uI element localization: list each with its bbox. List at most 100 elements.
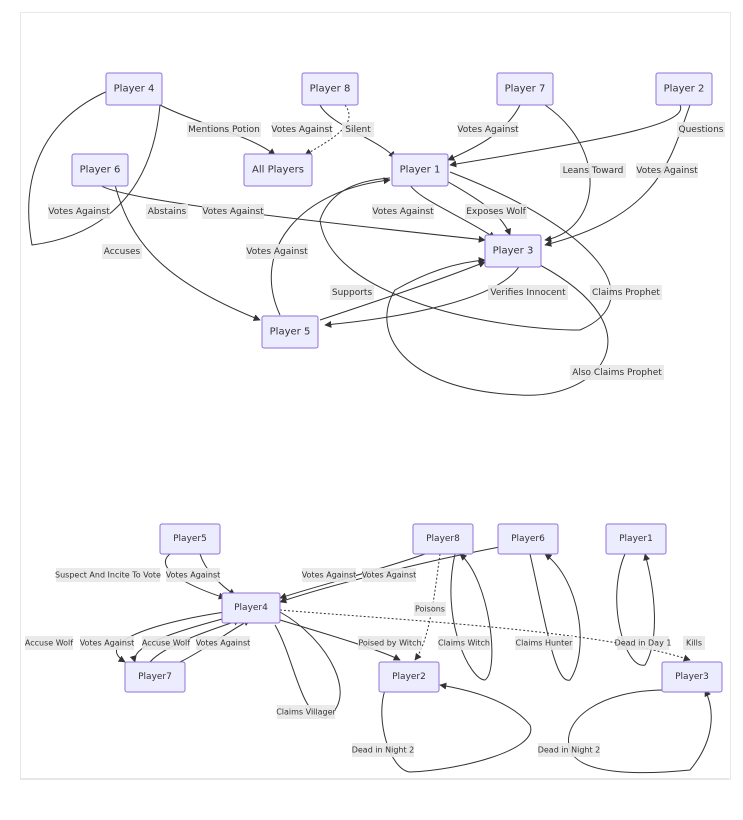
label-suspect-incite: Suspect And Incite To Vote [55,568,161,582]
svg-text:Claims Witch: Claims Witch [438,639,490,648]
label-mentions-potion: Mentions Potion [187,122,261,137]
svg-text:Player4: Player4 [234,603,268,613]
svg-text:Leans Toward: Leans Toward [563,166,624,176]
label-b-p6-votes-against: Votes Against [362,568,417,582]
node-player-1: Player 1 [391,153,449,187]
svg-text:Player 6: Player 6 [80,165,121,176]
svg-text:Votes Against: Votes Against [166,571,221,580]
edge-p1-p3-exposes [444,179,511,236]
svg-text:Supports: Supports [332,288,373,298]
svg-text:Player 3: Player 3 [493,246,534,257]
edge-b-p8-claims-witch [450,553,493,681]
svg-text:Dead in Day 1: Dead in Day 1 [615,639,672,648]
svg-text:Votes Against: Votes Against [202,207,264,217]
node-player-3: Player 3 [484,234,542,268]
svg-text:Suspect And Incite To Vote: Suspect And Incite To Vote [55,571,161,580]
svg-text:Claims Villager: Claims Villager [276,708,336,717]
label-supports: Supports [330,285,374,300]
edge-b-p4-p3 [279,609,691,662]
svg-text:Player3: Player3 [675,672,709,682]
svg-text:Votes Against: Votes Against [246,247,308,257]
svg-text:Votes Against: Votes Against [80,639,135,648]
svg-text:All Players: All Players [252,165,304,176]
label-accuse-wolf-1: Accuse Wolf [25,636,73,650]
node-b-player7: Player7 [124,661,186,693]
node-b-player1: Player1 [605,523,667,555]
label-b-p5-votes-against: Votes Against [166,568,221,582]
node-b-player2: Player2 [378,661,440,693]
svg-text:Player5: Player5 [173,534,207,544]
edge-p4-abstain-loop [28,89,161,246]
edge-p7-p3 [544,104,591,243]
label-p7-votes-against: Votes Against [457,122,519,137]
edge-p1-p3-votes [409,184,496,239]
label-votes-against-1: Votes Against [80,636,135,650]
label-p5-votes-against: Votes Against [246,244,308,259]
label-claims-villager: Claims Villager [276,705,337,719]
edge-b-p4-p2 [279,619,401,661]
svg-text:Player8: Player8 [426,534,460,544]
label-p6-votes-against: Votes Against [48,204,110,219]
svg-text:Claims Hunter: Claims Hunter [516,639,574,648]
svg-text:Votes Against: Votes Against [48,207,110,217]
svg-text:Votes Against: Votes Against [636,166,698,176]
node-player-2: Player 2 [655,72,713,106]
label-accuse-wolf-2: Accuse Wolf [142,636,190,650]
label-p4-votes-against: Votes Against [202,204,264,219]
svg-text:Player 5: Player 5 [270,327,311,338]
svg-text:Accuses: Accuses [104,247,141,257]
svg-text:Votes Against: Votes Against [362,571,417,580]
edge-p2-p1 [449,104,682,168]
edge-b-p8-p2 [414,553,441,661]
svg-text:Player 2: Player 2 [664,84,705,95]
svg-text:Player7: Player7 [138,672,172,682]
node-b-player8: Player8 [412,523,474,555]
label-leans-toward: Leans Toward [560,163,626,178]
node-all-players: All Players [243,153,313,187]
label-exposes-wolf: Exposes Wolf [465,204,527,219]
svg-text:Verifies Innocent: Verifies Innocent [490,288,566,298]
label-poised-by-witch: Poised by Witch [358,636,422,650]
svg-text:Poised by Witch: Poised by Witch [358,639,421,648]
svg-text:Dead in Night 2: Dead in Night 2 [352,746,415,755]
node-b-player6: Player6 [497,523,559,555]
edge-p3-also-claims-loop [386,257,609,396]
svg-text:Accuse Wolf: Accuse Wolf [142,639,190,648]
edge-p5-p3 [319,261,486,321]
svg-text:Also Claims Prophet: Also Claims Prophet [572,368,662,378]
label-dead-day1: Dead in Day 1 [615,636,672,650]
svg-text:Votes Against: Votes Against [302,571,357,580]
label-claims-prophet: Claims Prophet [590,285,662,300]
label-p1-votes-against: Votes Against [372,204,434,219]
label-verifies-innocent: Verifies Innocent [488,285,568,300]
edge-p1-claims-prophet-loop [319,171,612,331]
label-accuses: Accuses [102,244,142,259]
svg-text:Votes Against: Votes Against [372,207,434,217]
label-claims-witch: Claims Witch [438,636,490,650]
label-p8-votes-against: Votes Against [271,122,333,137]
label-b-p8-votes-against: Votes Against [302,568,357,582]
svg-text:Silent: Silent [345,125,371,135]
label-kills: Kills [683,636,705,650]
node-player-7: Player 7 [496,72,554,106]
node-b-player5: Player5 [159,523,221,555]
label-dead-night2-a: Dead in Night 2 [352,743,415,757]
node-b-player3: Player3 [661,661,723,693]
svg-text:Exposes Wolf: Exposes Wolf [466,207,526,217]
svg-text:Abstains: Abstains [148,207,187,217]
svg-text:Player2: Player2 [392,672,426,682]
edge-b-p1-dead-day1 [616,553,655,666]
node-b-player4: Player4 [221,592,281,624]
edge-b-p2-dead-night2 [381,682,532,773]
node-player-8: Player 8 [301,72,359,106]
label-claims-hunter: Claims Hunter [515,636,573,650]
svg-text:Mentions Potion: Mentions Potion [188,125,260,135]
svg-text:Player 4: Player 4 [114,84,155,95]
label-also-claims-prophet: Also Claims Prophet [570,365,664,380]
edge-b-p4-p7-accuse [116,611,226,663]
edge-p6-p5 [114,184,261,321]
top-edge-labels: Mentions Potion Votes Against Silent Vot… [48,122,725,380]
node-player-5: Player 5 [261,315,319,349]
label-votes-against-2: Votes Against [196,636,250,650]
